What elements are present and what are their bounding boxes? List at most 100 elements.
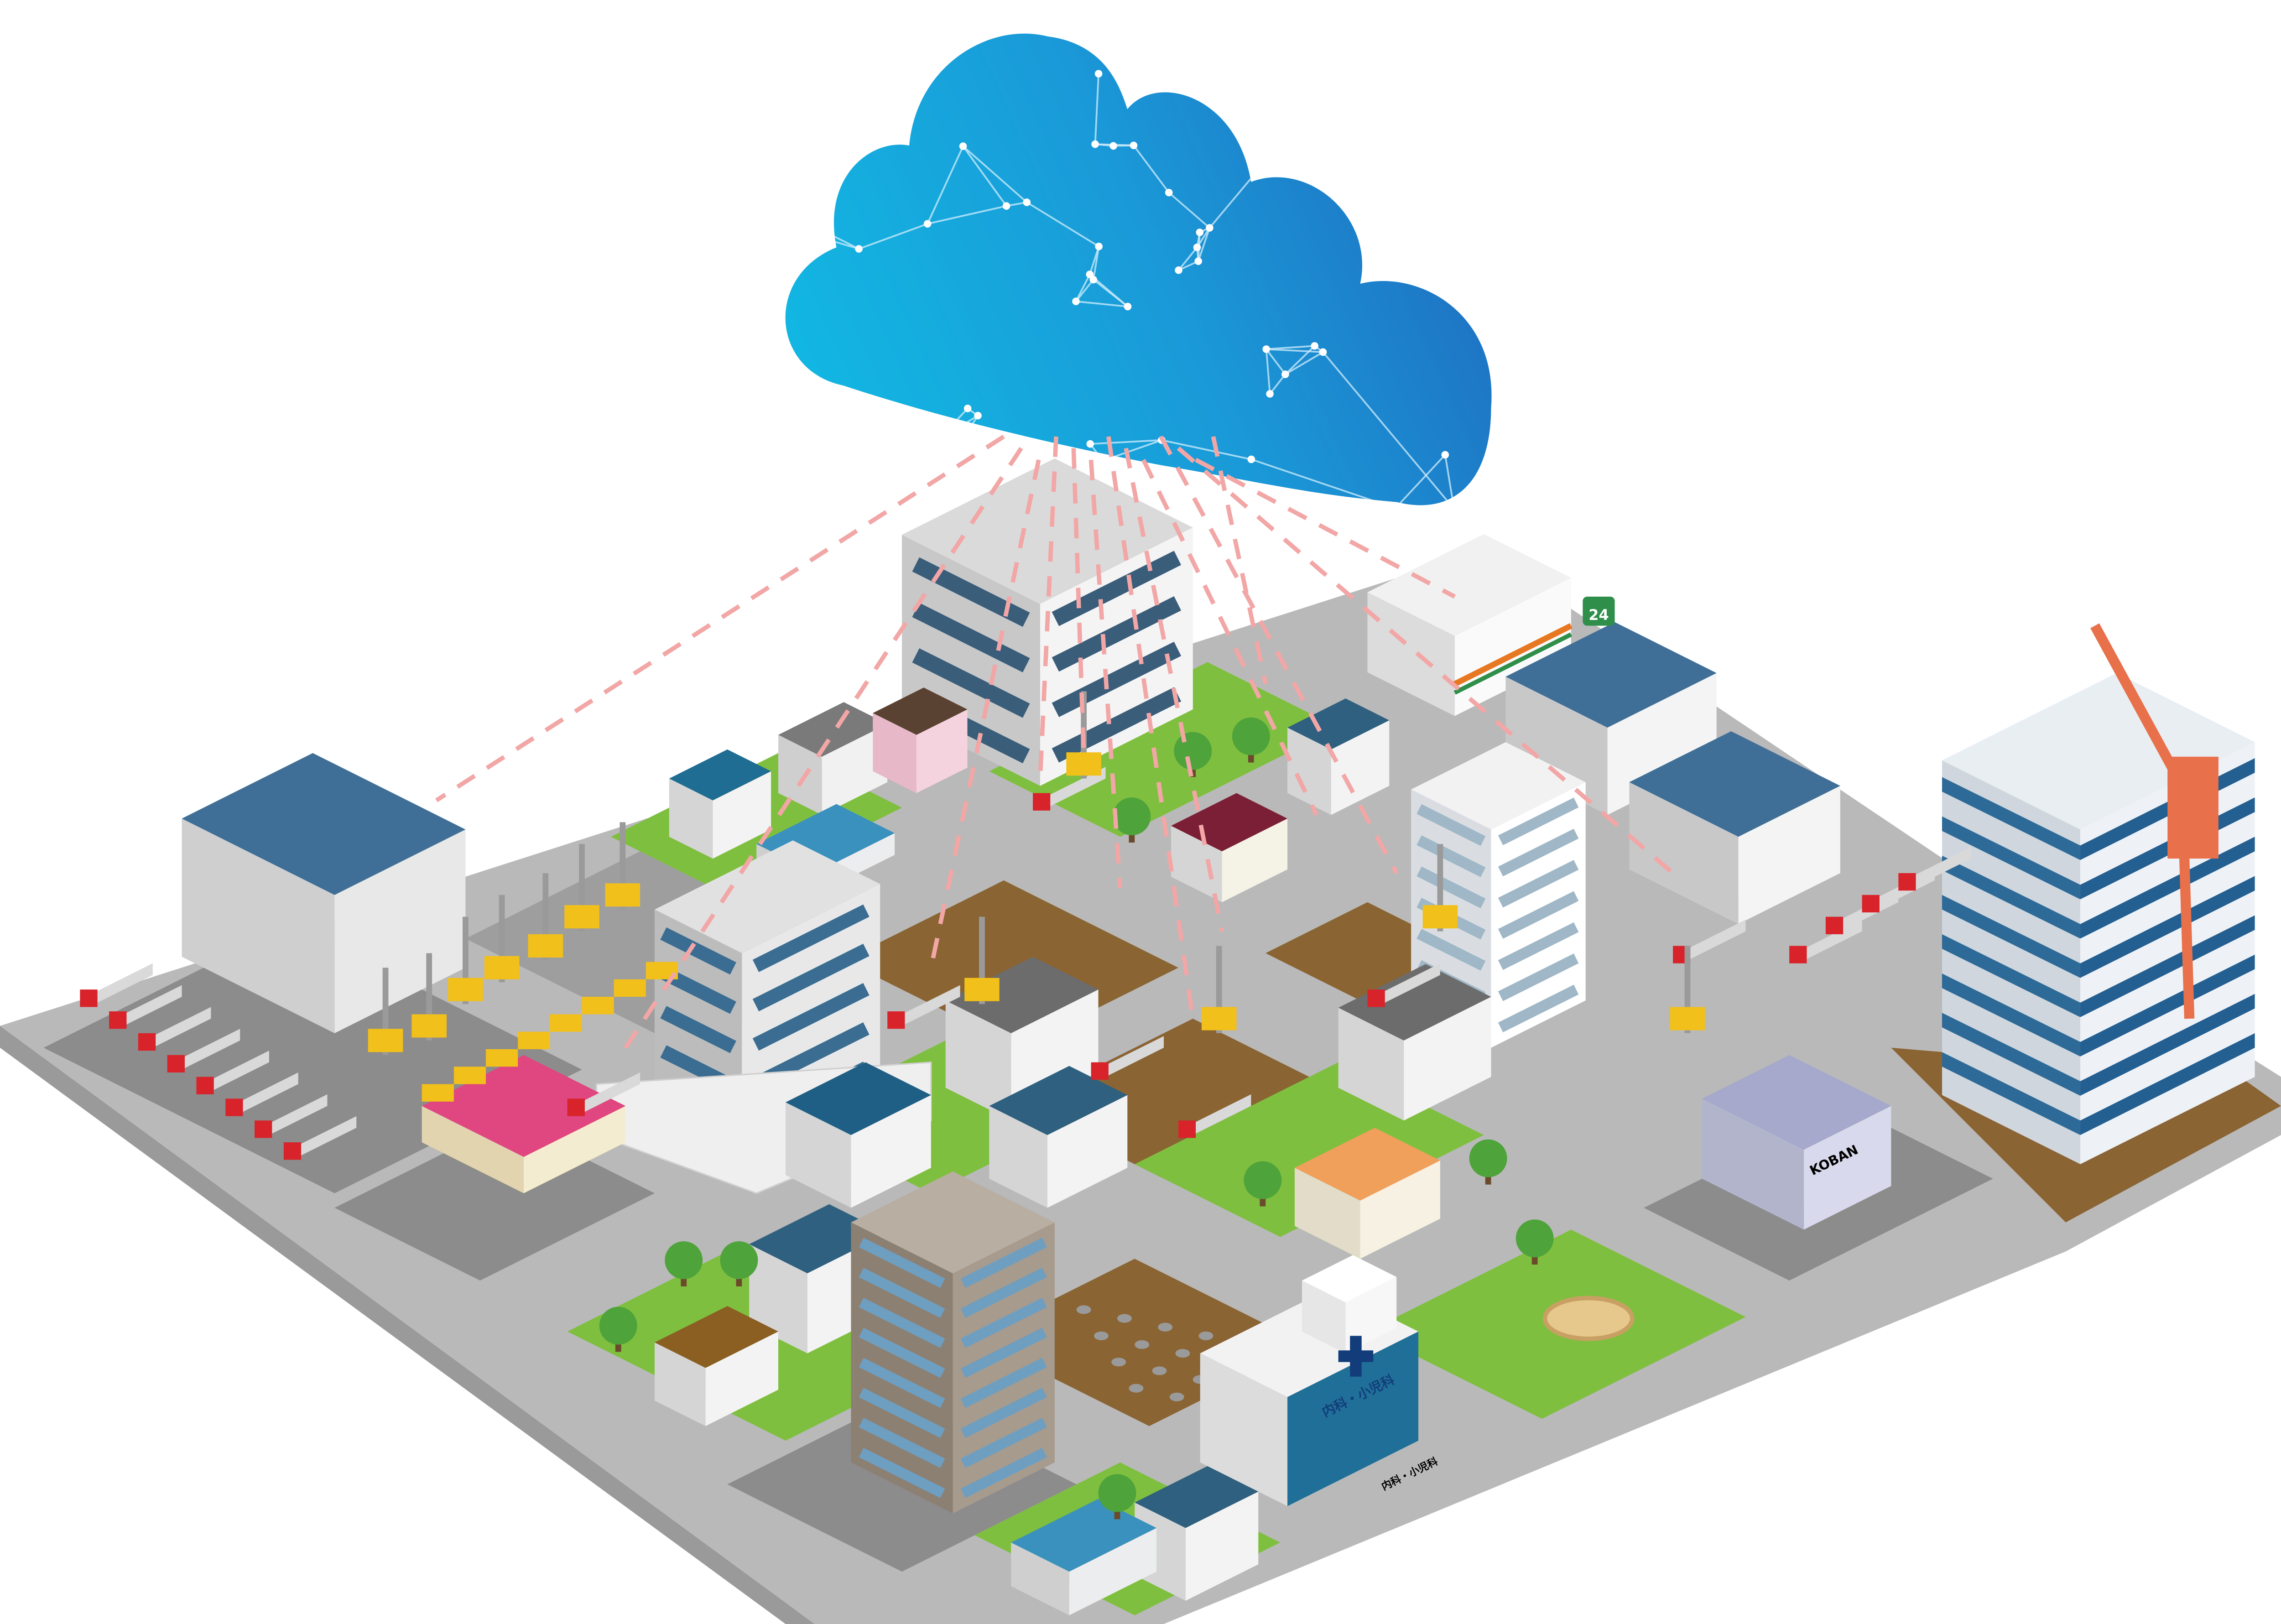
truck-cab: [138, 1033, 156, 1051]
network-link: [827, 463, 830, 488]
network-link: [943, 466, 966, 503]
tower-window-stripe: [1942, 1052, 2080, 1135]
koban-police-box-left-wall: [1702, 1098, 1804, 1230]
network-link: [1094, 73, 1100, 145]
pile-driver: [368, 1029, 403, 1052]
brown-apartment-window-left: [859, 1297, 945, 1348]
pink-house-left-wall: [873, 713, 917, 793]
data-link-dashed-line: [1088, 459, 1123, 888]
network-node: [866, 136, 874, 144]
network-node: [1462, 186, 1470, 194]
pink-house-right-wall: [916, 709, 968, 793]
brown-apartment-window-left: [859, 1418, 945, 1468]
house-left-wall: [1011, 1542, 1069, 1615]
network-node: [824, 460, 832, 468]
truck-bed: [298, 1116, 357, 1157]
network-link: [830, 38, 894, 49]
data-link-dashed-line: [435, 434, 1005, 802]
warehouse-left-left-wall: [182, 818, 335, 1033]
pile-driver: [964, 978, 1000, 1001]
factory-window-left: [912, 603, 1030, 672]
red-roof-house-roof: [1171, 793, 1288, 852]
brown-apartment-window-left: [859, 1447, 945, 1498]
brown-apartment: [851, 1171, 1055, 1514]
network-link: [927, 146, 964, 224]
house-roof: [669, 749, 771, 801]
network-link: [1311, 93, 1385, 102]
brown-apartment-window-right: [960, 1358, 1047, 1408]
dirt-hole: [1169, 1392, 1184, 1401]
clinic-rooftop-right-wall: [1345, 1277, 1397, 1353]
network-link: [937, 440, 946, 467]
network-node: [1196, 229, 1204, 236]
ground-edge: [0, 1025, 815, 1624]
network-link: [1174, 40, 1250, 68]
truck-bed: [902, 985, 960, 1026]
network-node: [959, 142, 967, 150]
data-link-dashed-line: [1038, 436, 1058, 779]
dirt-hole: [1129, 1384, 1144, 1393]
apartment-window-right: [1498, 860, 1579, 908]
network-link: [827, 463, 837, 505]
network-link: [1161, 439, 1252, 460]
office-building-roof: [654, 840, 880, 953]
excavator: [422, 1084, 454, 1102]
house-roof: [989, 1066, 1128, 1135]
network-node: [1194, 257, 1203, 265]
network-link: [1026, 201, 1099, 247]
office-window-right: [752, 904, 870, 972]
network-link: [861, 411, 883, 422]
network-link: [1249, 66, 1312, 95]
convenience-store-roof: [1367, 534, 1571, 636]
network-node: [1391, 504, 1399, 505]
network-node: [1450, 505, 1458, 513]
house: [1287, 698, 1390, 815]
truck-cab: [196, 1077, 214, 1094]
tree-icon: [1469, 1139, 1507, 1177]
tower-window-stripe: [2080, 994, 2255, 1096]
house-right-wall: [1069, 1528, 1157, 1615]
network-link: [1178, 247, 1198, 271]
apartment-window-right: [1498, 828, 1579, 877]
house-left-wall: [1287, 727, 1331, 815]
tower-window-stripe: [1942, 895, 2080, 978]
network-link: [1075, 279, 1094, 302]
brown-apartment-window-left: [859, 1268, 945, 1318]
convenience-store-sign: 24: [1583, 596, 1615, 626]
warehouse-right-front-roof: [1629, 731, 1840, 837]
orange-roof-house-roof: [1295, 1128, 1440, 1201]
sandbox: [1542, 1296, 1635, 1341]
network-link: [1265, 349, 1271, 394]
network-link: [1285, 351, 1323, 375]
tower-window-stripe: [2080, 915, 2255, 1017]
pile-driver: [484, 956, 520, 979]
apartment-window-right: [1498, 922, 1579, 970]
network-node: [963, 405, 972, 412]
tree-icon: [1174, 732, 1212, 770]
tower-window-stripe: [1942, 1013, 2080, 1096]
tower-window-stripe: [1942, 777, 2080, 860]
house-right-wall: [1331, 720, 1390, 815]
network-node: [1193, 243, 1201, 251]
network-link: [788, 104, 870, 141]
tower-window-stripe: [1942, 973, 2080, 1057]
data-link-dashed-line: [1106, 436, 1195, 1019]
brown-apartment-window-right: [960, 1297, 1047, 1348]
house-roof: [1338, 964, 1491, 1041]
network-link: [1396, 508, 1454, 509]
clinic-rooftop-left-wall: [1302, 1280, 1346, 1353]
network-link: [1395, 454, 1446, 505]
network-node: [1086, 440, 1094, 448]
network-node: [1247, 455, 1255, 463]
network-node: [1256, 103, 1264, 111]
house-left-wall: [945, 1000, 1011, 1121]
house-left-wall: [654, 1342, 706, 1426]
network-node: [1124, 302, 1132, 311]
data-link-dashed-line: [1194, 458, 1456, 599]
network-link: [962, 146, 1028, 203]
tree-icon: [665, 1241, 703, 1279]
brown-apartment-window-right: [960, 1268, 1047, 1318]
apartment-window-right: [1498, 953, 1579, 1001]
network-node: [1099, 457, 1107, 465]
